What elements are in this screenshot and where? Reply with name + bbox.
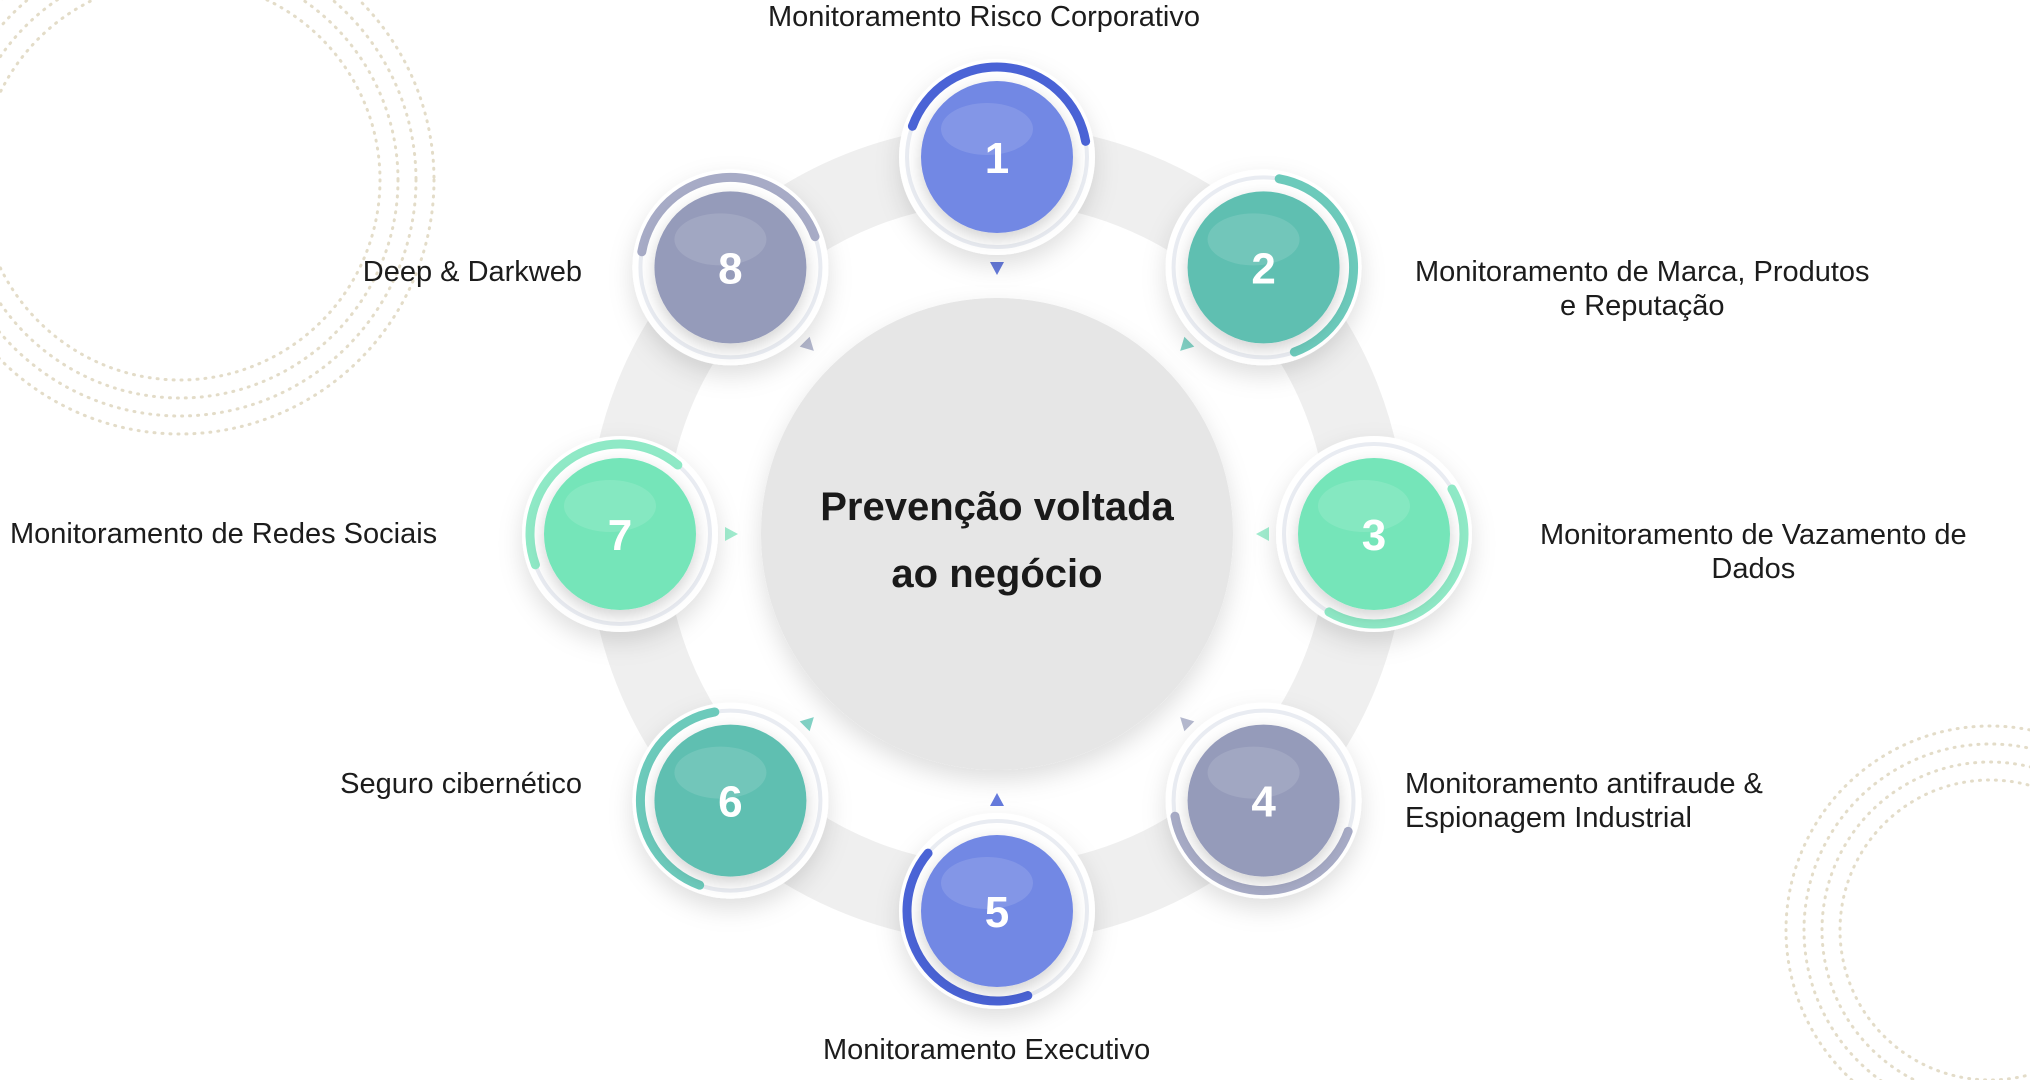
node-disc bbox=[654, 724, 807, 877]
center-circle bbox=[761, 298, 1233, 770]
step-node-8: 8 bbox=[632, 169, 829, 366]
node-label-6: Seguro cibernético bbox=[340, 767, 582, 801]
node-label-5: Monitoramento Executivo bbox=[823, 1033, 1150, 1067]
node-highlight bbox=[941, 103, 1033, 155]
node-label-2-line-2: e Reputação bbox=[1560, 290, 1725, 322]
step-node-6: 6 bbox=[632, 702, 829, 899]
node-number: 7 bbox=[608, 511, 632, 560]
node-disc bbox=[921, 81, 1073, 233]
node-label-8: Deep & Darkweb bbox=[363, 255, 582, 289]
node-number: 3 bbox=[1362, 511, 1386, 560]
arrow-marker-4 bbox=[1180, 717, 1195, 732]
node-highlight bbox=[1207, 213, 1300, 266]
node-disc bbox=[921, 835, 1073, 987]
node-highlight bbox=[1207, 746, 1300, 799]
arrow-marker-7 bbox=[725, 527, 738, 541]
node-number: 1 bbox=[985, 134, 1009, 183]
node-label-5-line-1: Monitoramento Executivo bbox=[823, 1034, 1151, 1066]
arrow-markers bbox=[725, 262, 1269, 806]
decor-dots-bottom-right bbox=[1784, 724, 2030, 1080]
node-label-1: Monitoramento Risco Corporativo bbox=[768, 0, 1200, 34]
step-node-7: 7 bbox=[522, 436, 718, 632]
node-accent-arc bbox=[1170, 811, 1353, 896]
arrow-marker-6 bbox=[799, 717, 814, 732]
node-accent-arc bbox=[1324, 484, 1469, 629]
center-title-line-2: ao negócio bbox=[891, 552, 1102, 596]
arrow-marker-3 bbox=[1256, 527, 1269, 541]
node-label-4-line-2: Espionagem Industrial bbox=[1405, 802, 1692, 834]
node-accent-arc bbox=[1274, 174, 1359, 357]
step-node-1: 1 bbox=[899, 59, 1095, 255]
node-disc bbox=[654, 191, 807, 344]
arrow-marker-5 bbox=[990, 793, 1004, 806]
node-accent-arc bbox=[525, 439, 683, 570]
node-label-2-line-1: Monitoramento de Marca, Produtos bbox=[1415, 256, 1870, 288]
node-disc bbox=[1298, 458, 1450, 610]
node-highlight bbox=[674, 213, 767, 266]
node-label-4: Monitoramento antifraude & Espionagem In… bbox=[1405, 767, 1763, 835]
arrow-marker-2 bbox=[1180, 336, 1195, 351]
node-label-7-line-1: Monitoramento de Redes Sociais bbox=[10, 518, 438, 550]
node-label-4-line-1: Monitoramento antifraude & bbox=[1405, 768, 1763, 800]
node-label-6-line-1: Seguro cibernético bbox=[340, 768, 582, 800]
arrow-marker-8 bbox=[799, 336, 814, 351]
node-number: 6 bbox=[718, 778, 742, 827]
node-highlight bbox=[674, 746, 767, 799]
node-highlight bbox=[1318, 480, 1410, 532]
node-number: 2 bbox=[1251, 244, 1275, 293]
node-accent-arc bbox=[902, 848, 1033, 1006]
node-disc bbox=[1187, 724, 1340, 877]
node-accent-arc bbox=[635, 707, 720, 890]
node-accent-arc bbox=[907, 62, 1091, 146]
step-node-4: 4 bbox=[1165, 702, 1362, 899]
decor-dots-top-left bbox=[0, 0, 436, 436]
node-label-1-line-1: Monitoramento Risco Corporativo bbox=[768, 1, 1200, 33]
node-label-3-line-2: Dados bbox=[1711, 553, 1796, 585]
node-highlight bbox=[941, 857, 1033, 909]
node-label-7: Monitoramento de Redes Sociais bbox=[10, 517, 437, 551]
node-number: 8 bbox=[718, 244, 742, 293]
step-node-2: 2 bbox=[1165, 169, 1362, 366]
node-accent-arc bbox=[637, 172, 820, 257]
node-disc bbox=[544, 458, 696, 610]
node-disc bbox=[1187, 191, 1340, 344]
step-nodes: 1 2 3 4 5 6 7 8 bbox=[522, 59, 1472, 1009]
node-label-3: Monitoramento de Vazamento de Dados bbox=[1540, 518, 1967, 586]
center-title-line-1: Prevenção voltada bbox=[820, 485, 1174, 529]
node-number: 4 bbox=[1251, 778, 1276, 827]
node-label-8-line-1: Deep & Darkweb bbox=[362, 256, 582, 288]
node-highlight bbox=[564, 480, 656, 532]
arrow-marker-1 bbox=[990, 262, 1004, 275]
step-node-3: 3 bbox=[1276, 436, 1472, 632]
node-label-2: Monitoramento de Marca, Produtos e Reput… bbox=[1415, 255, 1870, 323]
step-node-5: 5 bbox=[899, 813, 1095, 1009]
node-number: 5 bbox=[985, 888, 1009, 937]
node-label-3-line-1: Monitoramento de Vazamento de bbox=[1540, 519, 1967, 551]
